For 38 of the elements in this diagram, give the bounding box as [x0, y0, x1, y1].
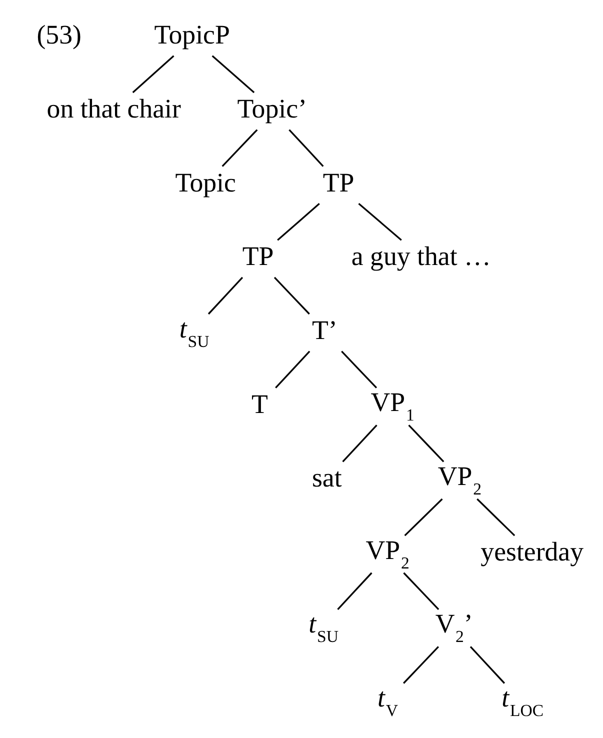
node-text: TP [322, 166, 354, 197]
node-text: t$_{SU}$ [308, 608, 338, 646]
node-text: VP$_{1}$ [370, 386, 414, 424]
connector [403, 646, 440, 684]
connector [403, 572, 440, 610]
connector [408, 424, 444, 462]
node-text: on that chair [46, 92, 181, 123]
connector [476, 498, 516, 536]
node-text: t$_{LOC}$ [502, 682, 544, 720]
connector [132, 54, 174, 93]
connector [275, 350, 310, 388]
connector [277, 202, 320, 240]
node-text: VP$_{2}$ [366, 534, 410, 572]
connector [342, 424, 378, 462]
node-text: T [252, 388, 268, 418]
node-text: t$_{V}$ [377, 682, 398, 720]
connector [288, 128, 324, 166]
connector [274, 276, 310, 314]
connector [208, 276, 244, 314]
connector [358, 202, 402, 240]
connector [470, 646, 506, 684]
node-text: Topic [175, 166, 236, 197]
label: (53) [36, 19, 82, 50]
node-text: TP [242, 240, 274, 271]
connector [337, 572, 372, 610]
connector [404, 498, 443, 536]
node-text: yesterday [480, 536, 584, 566]
node-text: V$_{2}$’ [435, 608, 473, 646]
node-text: Topic’ [237, 92, 307, 123]
node-text: sat [312, 462, 342, 492]
node-text: t$_{SU}$ [179, 312, 210, 350]
node-text: a guy that … [351, 240, 491, 271]
node-text: T’ [312, 314, 338, 344]
connector [222, 128, 258, 166]
connector [341, 350, 378, 388]
node-text: TopicP [154, 19, 230, 50]
node-text: VP$_{2}$ [438, 460, 482, 498]
connector [212, 54, 255, 93]
